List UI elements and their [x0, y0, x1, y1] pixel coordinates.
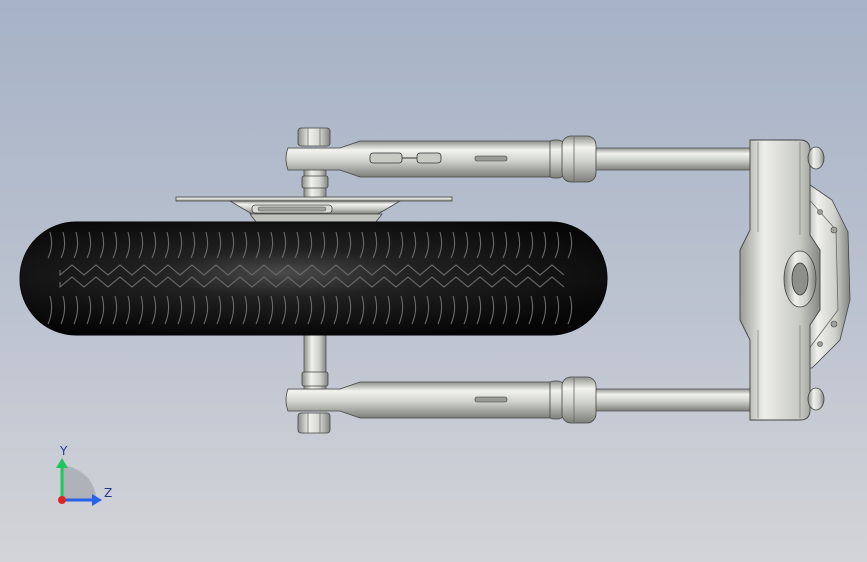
tread-groove [411, 231, 417, 259]
tread-groove [177, 231, 183, 259]
tread-zigzag [59, 264, 565, 277]
tread-groove [333, 295, 339, 325]
tread-groove [398, 295, 404, 325]
tread-groove [294, 295, 300, 325]
tread-groove [73, 231, 79, 259]
tread-groove [47, 231, 53, 259]
tread-groove [541, 295, 547, 325]
y-axis-label: Y [59, 444, 68, 458]
axis-triad: Y Z [56, 444, 112, 506]
tread-groove [346, 295, 352, 325]
tread-groove [333, 231, 339, 259]
tread-groove [320, 231, 326, 259]
tread-groove [528, 231, 534, 259]
tread-groove [190, 231, 196, 259]
tread-groove [359, 295, 365, 325]
tread-groove [216, 231, 222, 259]
y-axis-arrowhead [56, 458, 68, 468]
tread-groove [86, 295, 92, 325]
tread-groove [138, 295, 144, 325]
tread-groove [99, 295, 105, 325]
tread-groove [47, 295, 53, 325]
mount-plate [175, 196, 453, 223]
tread-groove [424, 295, 430, 325]
tread-groove [307, 231, 313, 259]
tread-groove [60, 295, 66, 325]
tread-groove [567, 295, 573, 325]
tread-groove [177, 295, 183, 325]
tread-groove [463, 295, 469, 325]
tread-groove [502, 231, 508, 259]
tread-groove [476, 295, 482, 325]
tread-groove [437, 295, 443, 325]
tread-groove [541, 231, 547, 259]
tread-groove [229, 295, 235, 325]
tread-groove [112, 231, 118, 259]
tread-groove [112, 295, 118, 325]
tread-groove [242, 295, 248, 325]
tread-groove [164, 295, 170, 325]
tread-groove [450, 231, 456, 259]
tread-groove [502, 295, 508, 325]
tread-groove [151, 295, 157, 325]
tread-groove [125, 231, 131, 259]
tread-groove [554, 231, 560, 259]
tread-groove [203, 295, 209, 325]
z-axis-label: Z [104, 486, 112, 500]
x-axis-origin [58, 496, 66, 504]
tread-groove [138, 231, 144, 259]
tread-groove [216, 295, 222, 325]
tread-groove [281, 231, 287, 259]
tread-groove [515, 231, 521, 259]
tread-groove [86, 231, 92, 259]
tread-groove [60, 231, 66, 259]
tread-groove [346, 231, 352, 259]
mount-bracket [739, 139, 851, 421]
tread-groove [450, 295, 456, 325]
tread-groove [385, 231, 391, 259]
tread-groove [528, 295, 534, 325]
tread-groove [359, 231, 365, 259]
z-axis-arrowhead [92, 494, 102, 506]
tread-groove [437, 231, 443, 259]
tread-groove [73, 295, 79, 325]
tread-groove [151, 231, 157, 259]
tread-groove [385, 295, 391, 325]
tread-groove [489, 231, 495, 259]
tread-groove [255, 231, 261, 259]
tread-groove [255, 295, 261, 325]
tread-groove [372, 231, 378, 259]
tread-groove [424, 231, 430, 259]
tread-groove [372, 295, 378, 325]
tread-groove [99, 231, 105, 259]
tread-groove [515, 295, 521, 325]
tread-groove [164, 231, 170, 259]
tread-groove [463, 231, 469, 259]
tread-groove [294, 231, 300, 259]
tread-groove [125, 295, 131, 325]
tread-groove [411, 295, 417, 325]
tread-groove [489, 295, 495, 325]
tread-groove [268, 295, 274, 325]
tread-groove [320, 295, 326, 325]
tread-zigzag [59, 276, 565, 289]
tread-groove [398, 231, 404, 259]
tread-groove [567, 231, 573, 259]
tire-tread [47, 231, 573, 325]
tread-groove [554, 295, 560, 325]
lower-arm [285, 371, 756, 434]
tread-groove [242, 231, 248, 259]
tread-groove [476, 231, 482, 259]
tire [19, 221, 608, 336]
tread-groove [203, 231, 209, 259]
tread-groove [281, 295, 287, 325]
tread-groove [229, 231, 235, 259]
tread-groove [190, 295, 196, 325]
tread-groove [307, 295, 313, 325]
tread-groove [268, 231, 274, 259]
upper-arm [285, 127, 756, 189]
